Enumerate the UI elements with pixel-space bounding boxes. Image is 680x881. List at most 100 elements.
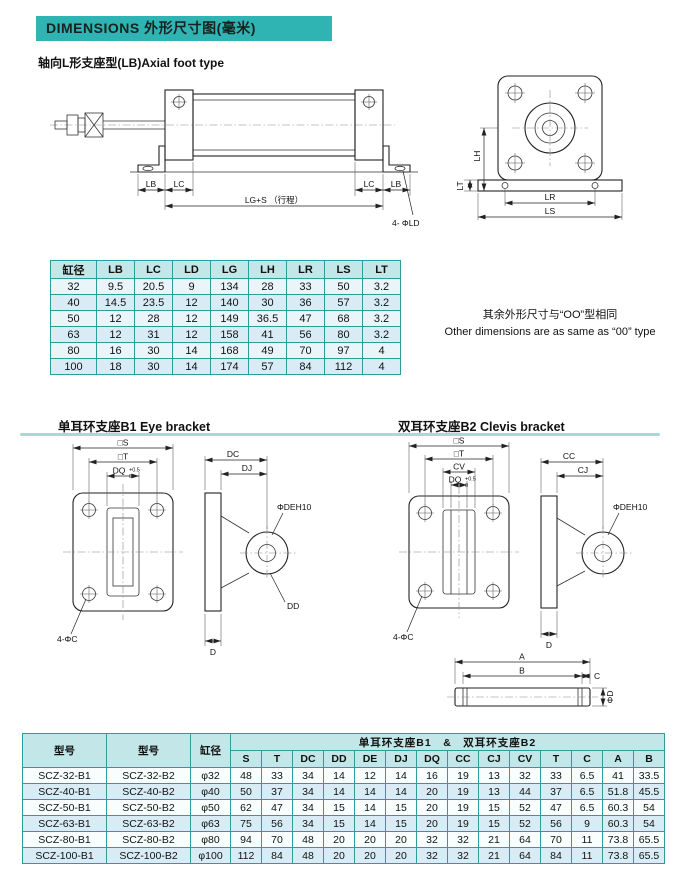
table-cell: 80 — [50, 342, 97, 359]
table-cell: 68 — [324, 310, 363, 327]
table-cell: 14 — [172, 358, 211, 375]
table-cell: 15 — [323, 799, 355, 816]
table-cell: 12 — [354, 767, 386, 784]
table-header-row: 型号 型号 缸径 单耳环支座B1 & 双耳环支座B2 — [22, 733, 665, 768]
table-cell: 14 — [385, 767, 417, 784]
table-cell: SCZ-32-B2 — [106, 767, 191, 784]
dim-label-pin-dia: ΦD — [605, 691, 615, 704]
table-cell: 32 — [50, 278, 97, 295]
table-cell: 33 — [540, 767, 572, 784]
table-cell: 20 — [354, 831, 386, 848]
dimension-lines: LH LT LR LS — [455, 127, 623, 220]
table-cell: DQ — [416, 750, 448, 768]
table-cell: 32 — [447, 831, 479, 848]
table-cell: 168 — [210, 342, 249, 359]
table-cell: 19 — [447, 783, 479, 800]
table-cell: 50 — [324, 278, 363, 295]
table-cell: 33.5 — [633, 767, 665, 784]
table-cell: SCZ-80-B2 — [106, 831, 191, 848]
table-cell: 33 — [286, 278, 325, 295]
table-cell: 134 — [210, 278, 249, 295]
table-cell: 84 — [286, 358, 325, 375]
table-cell: S — [230, 750, 262, 768]
table-cell: 48 — [292, 847, 324, 864]
col-header-model-b1: 型号 — [22, 733, 107, 768]
table-cell: 48 — [230, 767, 262, 784]
dim-label-dc: DC — [227, 449, 239, 459]
foot-bracket-left — [137, 145, 166, 173]
table-cell: 41 — [248, 326, 287, 343]
table-cell: 37 — [540, 783, 572, 800]
dq-tolerance-upper: +0.5 — [465, 477, 476, 483]
table-cell: 14 — [385, 783, 417, 800]
dim-label-d: D — [210, 647, 216, 657]
table-cell: 28 — [248, 278, 287, 295]
dim-label-hole-dia: ΦDEH10 — [277, 502, 311, 512]
table-cell: SCZ-50-B1 — [22, 799, 107, 816]
dim-label-lb-left: LB — [146, 179, 157, 189]
table-cell: 84 — [261, 847, 293, 864]
dimension-lines: LB LC LC LB LG+S （行程） 4- ΦLD — [137, 162, 420, 228]
table-cell: LH — [248, 260, 287, 279]
foot-plate-end-view — [477, 179, 623, 192]
table-cell: 52 — [509, 815, 541, 832]
table-cell: 15 — [385, 799, 417, 816]
table-cell: 14 — [172, 342, 211, 359]
table-cell: 51.8 — [602, 783, 634, 800]
table-cell: 149 — [210, 310, 249, 327]
dim-label-cc: CC — [563, 451, 575, 461]
table-cell: 30 — [134, 342, 173, 359]
table-cell: φ63 — [190, 815, 231, 832]
table-cell: 15 — [478, 815, 510, 832]
table-cell: 32 — [447, 847, 479, 864]
table-cell: 20 — [416, 799, 448, 816]
piston-rod-assembly — [54, 112, 165, 138]
table-cell: 19 — [447, 815, 479, 832]
table-cell: 112 — [324, 358, 363, 375]
table-cell: 65.5 — [633, 847, 665, 864]
eye-bracket-front-view — [63, 484, 183, 620]
table-cell: 14 — [354, 783, 386, 800]
dimension-lines: □S □T CV DQ +0.5 0 4-ΦC CC CJ ΦDEH10 D — [393, 436, 647, 651]
clevis-bracket-front-view — [399, 486, 519, 618]
page-title: DIMENSIONS 外形尺寸图(毫米) — [36, 16, 332, 41]
dim-label-square-t: □T — [118, 452, 128, 462]
table-cell: DJ — [385, 750, 417, 768]
rear-end-cap — [354, 89, 384, 161]
table-cell: 52 — [509, 799, 541, 816]
table-cell: 3.2 — [362, 278, 401, 295]
table-cell: LS — [324, 260, 363, 279]
dim-label-dq: DQ — [449, 475, 462, 485]
table-cell: 30 — [134, 358, 173, 375]
section-divider — [20, 433, 660, 436]
dim-label-lr: LR — [545, 192, 556, 202]
table-cell: 70 — [286, 342, 325, 359]
table-cell: 73.8 — [602, 831, 634, 848]
table-cell: SCZ-50-B2 — [106, 799, 191, 816]
table-cell: φ50 — [190, 799, 231, 816]
col-header-bore: 缸径 — [190, 733, 231, 768]
table-cell: T — [540, 750, 572, 768]
dim-label-dd: DD — [287, 601, 299, 611]
table-cell: φ80 — [190, 831, 231, 848]
dim-label-dq: DQ — [113, 466, 126, 476]
table-cell: 112 — [230, 847, 262, 864]
table-cell: 12 — [96, 326, 135, 343]
table-cell: A — [602, 750, 634, 768]
table-cell: SCZ-80-B1 — [22, 831, 107, 848]
dq-tolerance-lower: 0 — [465, 483, 468, 489]
table-cell: 15 — [478, 799, 510, 816]
table-cell: 34 — [292, 783, 324, 800]
table-cell: SCZ-63-B2 — [106, 815, 191, 832]
table-cell: 15 — [323, 815, 355, 832]
table-cell: φ32 — [190, 767, 231, 784]
table-cell: SCZ-32-B1 — [22, 767, 107, 784]
table-cell: 56 — [261, 815, 293, 832]
